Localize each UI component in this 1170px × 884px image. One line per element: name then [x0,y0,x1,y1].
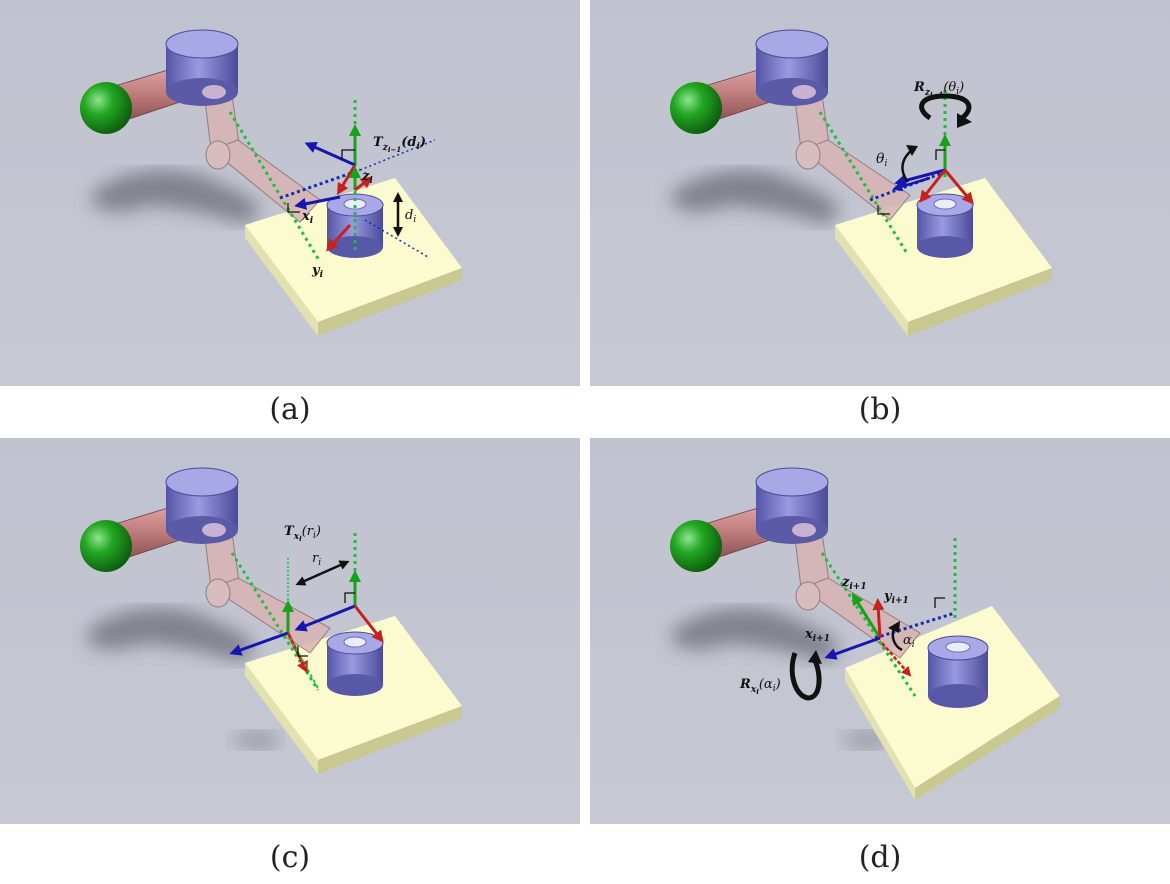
small-shadow [230,731,280,749]
plane-line-bottom [364,219,429,258]
z-label: zi [361,169,373,186]
y-axis-arrow-bottom [325,223,352,252]
r-label: ri [312,551,321,568]
rotation-arrowhead [957,113,972,128]
caption-a: (a) [269,392,311,427]
rotation-label: Rxi(αi) [739,677,781,696]
ghost-link [204,94,321,223]
alpha-label: αi [903,633,915,650]
d-label: di [405,208,416,225]
ghost-link [794,94,911,221]
translation-label: Txi(ri) [284,524,321,543]
r-arrow [295,560,350,586]
alpha-arrowhead [888,621,900,633]
rotation-arrowhead [808,650,822,664]
base-cylinder [326,631,384,696]
right-angle-mark-2 [877,205,890,215]
plane-line-top [359,139,436,171]
arm-shadow [670,170,840,225]
x-next-label: xi+1 [804,627,830,644]
x-axis-arrow-bottom [294,195,341,210]
right-angle-mark [935,149,945,160]
translation-label: Tzi−1(di) [373,135,426,154]
end-ball [670,82,722,134]
panel-b-diagram: Rzi−1(θi) θi [590,0,1170,386]
z-next-axis-arrow [851,592,882,639]
x-axis-arrow-right [294,604,356,632]
red-arrow-small [354,176,373,192]
y-next-axis-arrow [872,598,885,639]
common-normal-line [869,170,946,202]
top-joint [165,29,239,106]
z-prev-axis-line [228,111,322,263]
panel-c-diagram: Txi(ri) ri [0,438,580,824]
right-angle-mark [934,597,945,608]
right-angle-mark [341,149,355,160]
rotation-label: Rzi−1(θi) [913,80,964,99]
ghost-link [204,532,331,654]
x-axis-arrow-2 [892,176,931,192]
end-ball [80,82,132,134]
x-next-axis-arrow [824,636,881,660]
panel-d: Rxi(αi) zi+1 yi+1 xi+1 αi [590,438,1170,824]
x-axis-arrow-top [304,141,356,167]
x-label: xi [301,209,314,226]
common-normal-line [874,611,956,640]
right-angle-mark [344,592,355,603]
z-prev-axis-line [820,552,917,697]
common-normal-line [279,168,361,200]
rotation-arc [919,93,972,121]
ghost-link [794,532,921,659]
y-label: yi [311,263,324,280]
theta-arrowhead [906,145,918,156]
panel-d-diagram: Rxi(αi) zi+1 yi+1 xi+1 αi [590,438,1170,824]
caption-b: (b) [858,392,902,427]
y-axis-arrow-2 [943,169,974,205]
end-ball [670,520,722,572]
panel-b: Rzi−1(θi) θi [590,0,1170,386]
right-angle-mark-2 [297,646,308,657]
panel-a: Tzi−1(di) zi xi yi di [0,0,580,386]
y-prev-axis-arrow [881,642,912,677]
y-axis-arrow-1 [919,169,947,203]
theta-label: θi [876,151,887,169]
arm-shadow [90,170,260,225]
base-cylinder [916,193,974,258]
z-next-label: zi+1 [841,575,867,592]
rotation-arc [789,652,822,701]
top-joint [165,467,239,544]
arm-shadow [85,608,255,663]
x-axis-arrow-left [229,631,289,656]
panel-c: Txi(ri) ri [0,438,580,824]
y-next-label: yi+1 [883,589,909,606]
right-angle-mark-2 [287,203,300,213]
end-ball [80,520,132,572]
arm-shadow [670,608,840,663]
base-cylinder [927,635,989,708]
top-joint [755,29,829,106]
top-joint [755,467,829,544]
y-axis-arrow-right [353,605,384,643]
panel-a-diagram: Tzi−1(di) zi xi yi di [0,0,580,386]
caption-c: (c) [269,840,311,875]
theta-arc [901,149,913,183]
caption-d: (d) [858,840,902,875]
